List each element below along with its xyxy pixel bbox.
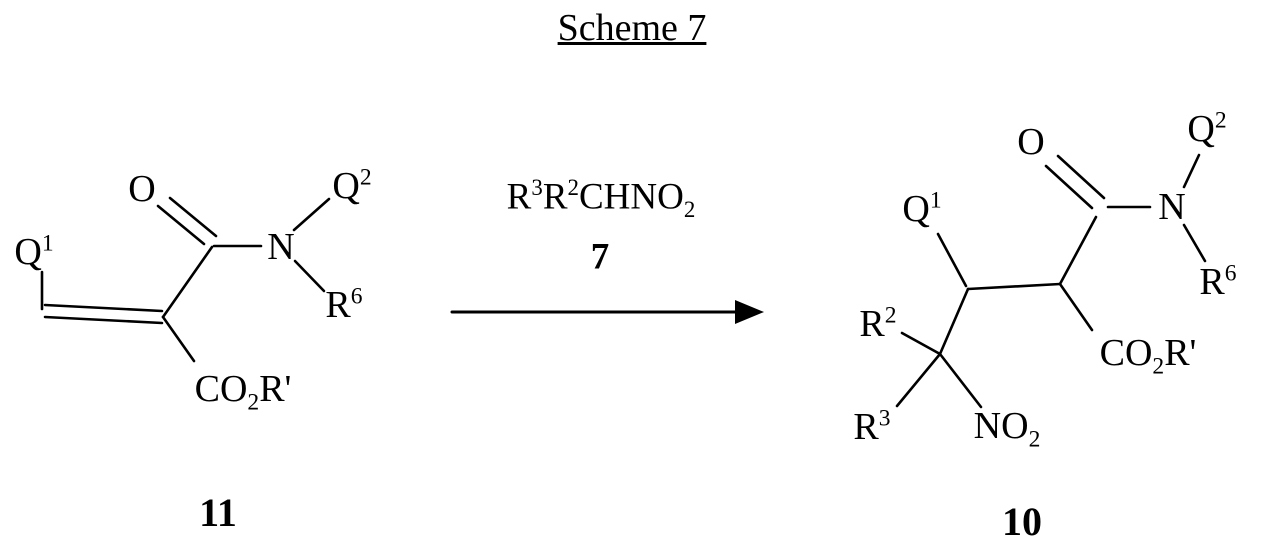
bond	[938, 287, 970, 356]
right-n-label: N	[1158, 186, 1186, 228]
bond-q1-stem	[936, 232, 968, 288]
bond-n-r6	[1182, 223, 1207, 263]
right-r3-label: R3	[853, 405, 891, 448]
bond	[161, 245, 214, 319]
left-structure-bonds	[40, 196, 331, 363]
carbonyl-double-bond-line	[1044, 164, 1094, 210]
right-structure-bonds	[895, 153, 1207, 409]
bond-c-r3	[895, 352, 942, 408]
arrow-head	[735, 300, 764, 324]
bond-c-r2	[900, 331, 942, 356]
bond-c-co2r	[1058, 282, 1094, 332]
right-o-label: O	[1017, 121, 1045, 163]
right-q2-label: Q2	[1187, 107, 1227, 150]
left-q1-label: Q1	[14, 230, 54, 273]
bond-backbone	[966, 282, 1062, 291]
right-no2-label: NO2	[973, 405, 1041, 453]
scheme-title: Scheme 7	[557, 7, 707, 49]
carbonyl-double-bond-line	[156, 204, 206, 246]
left-n-label: N	[267, 226, 295, 268]
reaction-arrow	[450, 300, 764, 324]
carbonyl-double-bond-line	[1056, 154, 1106, 200]
right-co2r-label: CO2R'	[1099, 332, 1197, 380]
left-compound-number: 11	[199, 490, 237, 535]
bond-c-no2	[938, 352, 983, 409]
left-q2-label: Q2	[332, 164, 372, 207]
right-r6-label: R6	[1199, 260, 1237, 303]
reagent-formula-label: R3R2CHNO2	[506, 175, 696, 222]
bond-n-q2	[292, 197, 331, 232]
bond-n-q2	[1182, 153, 1201, 189]
left-co2r-label: CO2R'	[194, 368, 292, 416]
reagent-compound-number: 7	[590, 236, 610, 278]
double-bond-line	[43, 303, 164, 313]
left-o-label: O	[128, 168, 156, 210]
right-r2-label: R2	[859, 302, 897, 345]
right-compound-number: 10	[1002, 499, 1042, 543]
bond-n-r6	[293, 259, 326, 293]
bond	[1058, 215, 1098, 286]
double-bond-line	[43, 315, 164, 325]
right-q1-label: Q1	[902, 187, 942, 230]
carbonyl-double-bond-line	[168, 196, 218, 238]
left-r6-label: R6	[325, 283, 363, 326]
bond-c-co2r	[161, 315, 196, 363]
